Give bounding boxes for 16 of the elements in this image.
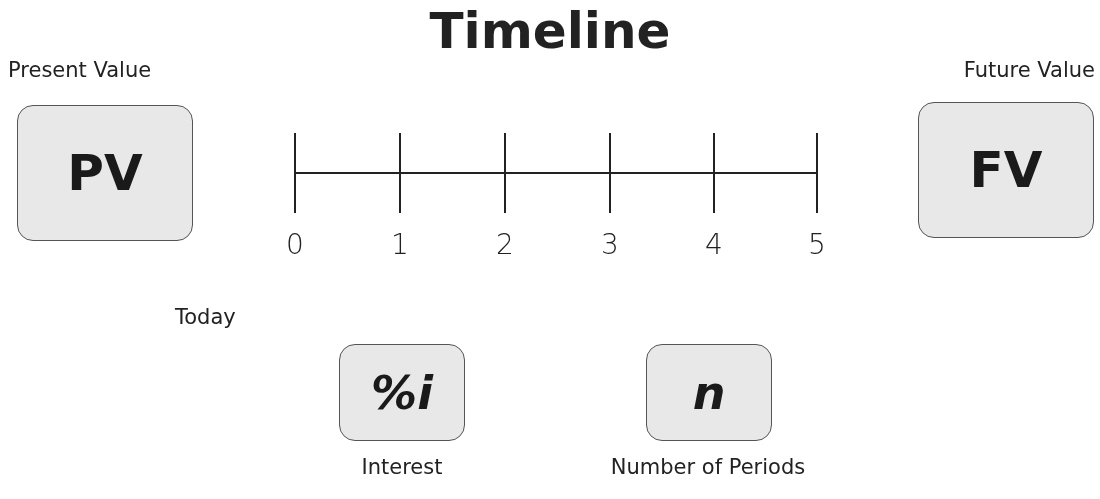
tick-label: 0 [285,228,305,261]
value-box: n [646,344,772,441]
caption-text: Present Value [8,58,153,82]
tick-label: 5 [807,228,827,261]
value-box: %i [339,344,465,441]
tick-label: 2 [495,228,515,261]
caption-text: Interest [360,455,444,479]
caption-text: Number of Periods [609,455,807,479]
note-text: Today [175,305,236,329]
value-box: FV [918,102,1094,238]
caption-text: Future Value [962,58,1095,82]
tick-label: 4 [704,228,724,261]
tick-label: 3 [600,228,620,261]
title-text: Timeline [428,2,672,60]
tick-label: 1 [390,228,410,261]
value-box: PV [17,105,193,241]
